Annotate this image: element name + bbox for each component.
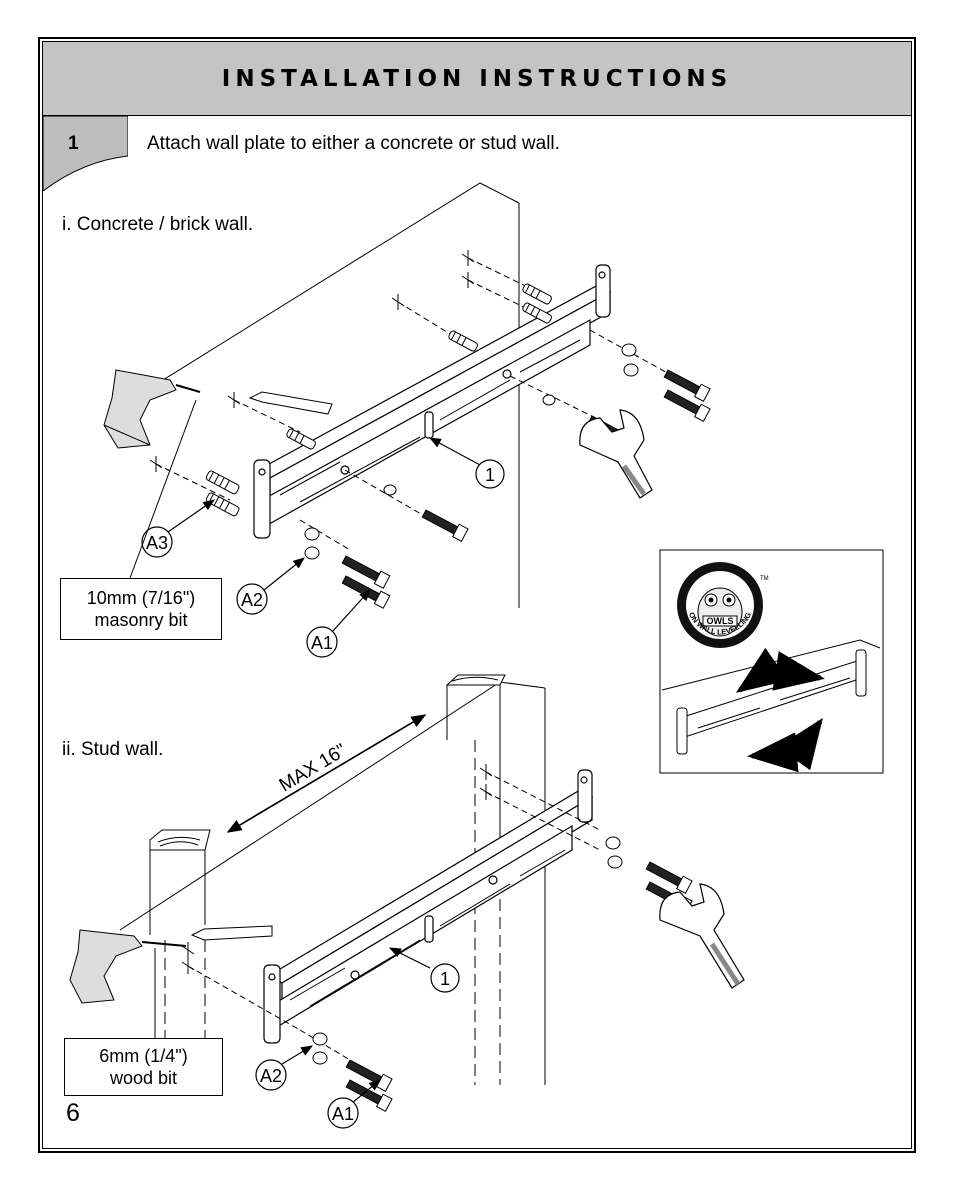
svg-text:ON WALL LEVELLING SYSTEM: ON WALL LEVELLING SYSTEM (0, 0, 754, 637)
owls-tm: TM (760, 576, 769, 582)
callout-plate-lower: 1 (440, 969, 450, 989)
callouts-upper: 1 A3 A2 A1 (129, 399, 505, 658)
section-title-concrete: i. Concrete / brick wall. (62, 214, 254, 235)
header-bar: INSTALLATION INSTRUCTIONS (43, 42, 911, 116)
callout-washer-upper: A2 (241, 590, 263, 610)
page-title: INSTALLATION INSTRUCTIONS (221, 65, 733, 92)
max-distance-label: MAX 16" (276, 740, 351, 796)
callout-anchor-upper: A3 (146, 533, 168, 553)
wrench-icon (579, 409, 653, 499)
wrench-icon (659, 883, 745, 989)
concrete-wall (154, 182, 520, 608)
callout-plate-upper: 1 (485, 465, 495, 485)
wood-bit-size: 6mm (1/4") (99, 1046, 188, 1066)
page-frame-inner (42, 41, 912, 1149)
page-frame (38, 37, 916, 1153)
page-number: 6 (66, 1099, 80, 1127)
pencil-icon (190, 925, 273, 941)
callout-bolt-upper: A1 (311, 633, 333, 653)
callouts-lower: 1 A2 A1 (154, 947, 460, 1129)
callout-bolt-lower: A1 (332, 1104, 354, 1124)
owls-ring-text: ON WALL LEVELLING SYSTEM (0, 0, 754, 637)
drill-icon (69, 929, 187, 1004)
step-instruction: Attach wall plate to either a concrete o… (147, 133, 560, 154)
pencil-icon (248, 391, 333, 415)
drill-icon (103, 369, 201, 449)
stud-post-left (149, 829, 211, 851)
wood-bit-label: 6mm (1/4") wood bit (64, 1038, 223, 1096)
masonry-bit-size: 10mm (7/16") (86, 588, 196, 608)
callout-washer-lower: A2 (260, 1066, 282, 1086)
wood-bit-type: wood bit (109, 1068, 178, 1088)
stud-post-right (445, 674, 506, 686)
step-tab (43, 116, 128, 191)
masonry-bit-type: masonry bit (94, 610, 188, 630)
owls-logo-text: OWLS (707, 616, 734, 626)
wall-plate-lower (263, 769, 594, 1044)
masonry-bit-label: 10mm (7/16") masonry bit (60, 578, 222, 640)
owls-logo: OWLS TM ON WALL LEVELLING SYSTEM (0, 0, 769, 648)
step-number: 1 (68, 133, 79, 154)
drill-marks-lower (181, 764, 601, 1061)
section-title-stud: ii. Stud wall. (62, 739, 164, 760)
wall-plate-upper (253, 264, 612, 539)
